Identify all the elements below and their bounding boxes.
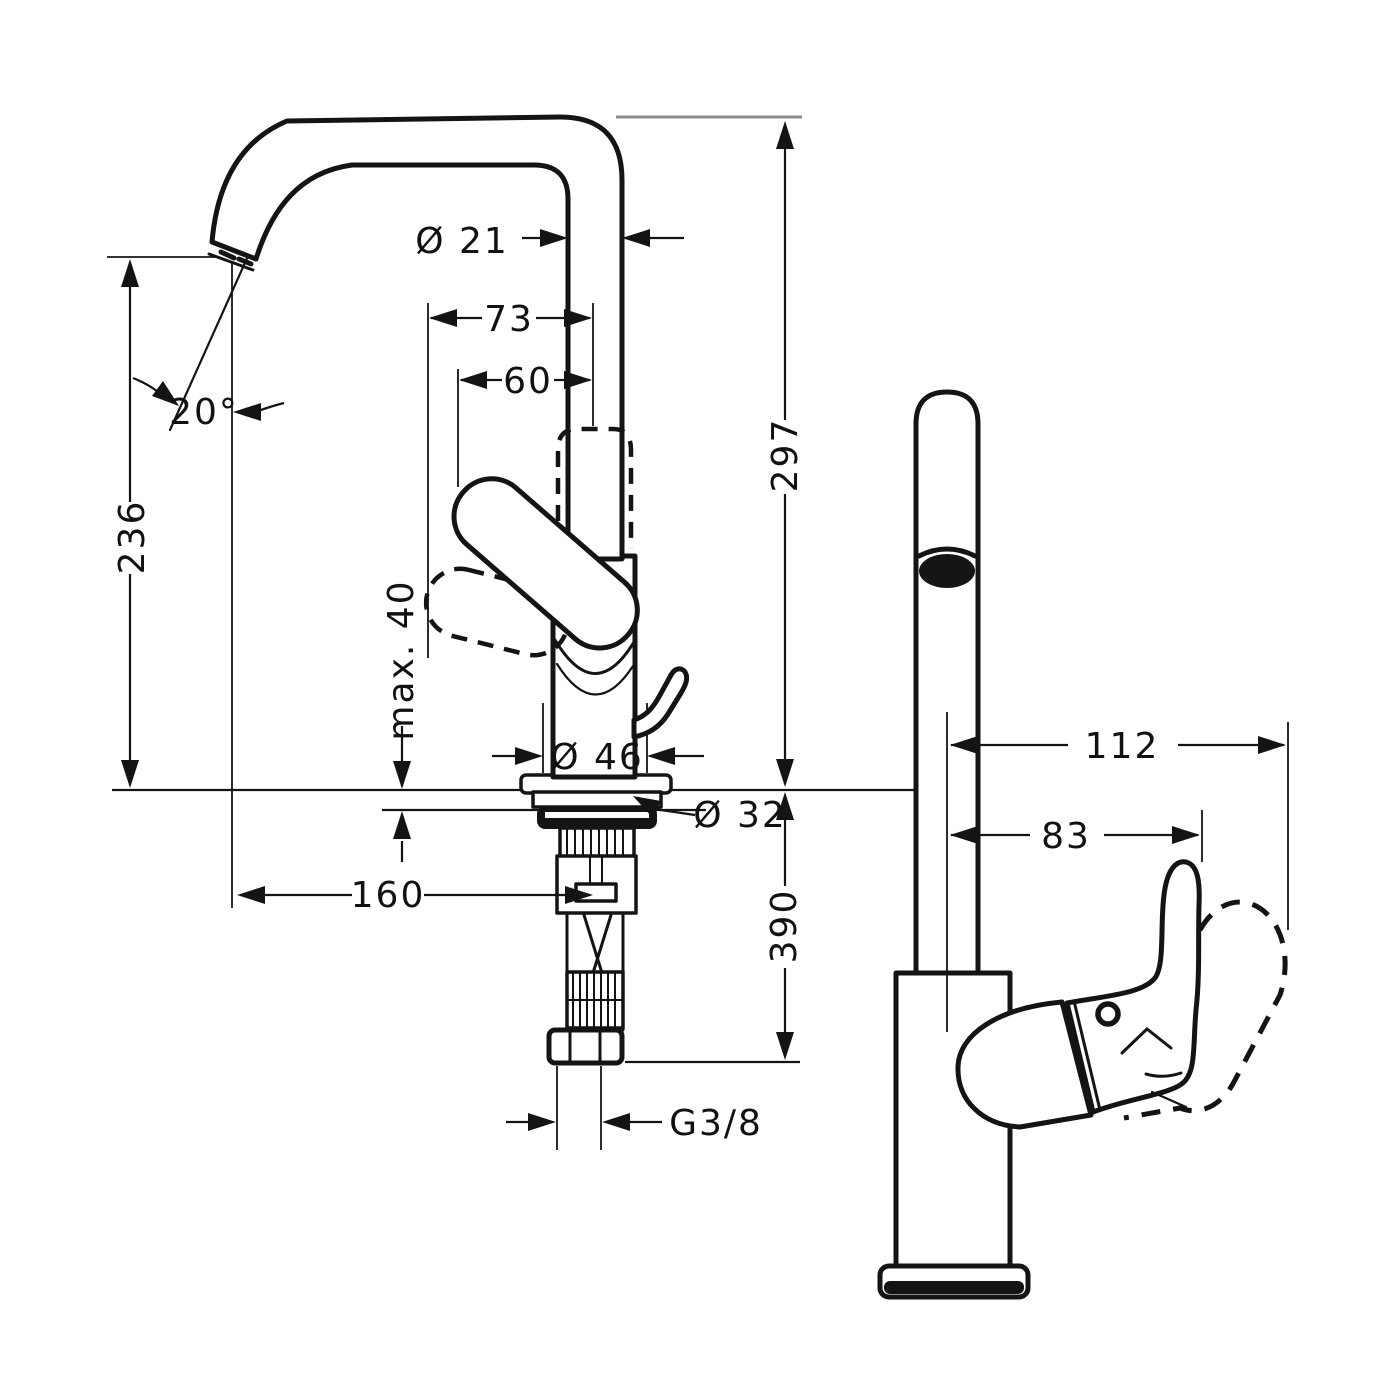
braided-hose-hatch <box>567 973 623 1027</box>
arrowhead <box>950 826 978 844</box>
faucet-drain-lever <box>631 666 690 740</box>
front-reference-lines <box>107 115 945 1150</box>
arrowhead <box>602 1113 630 1131</box>
arrowhead <box>776 121 794 149</box>
arrowhead <box>776 792 794 820</box>
arrowhead <box>776 759 794 787</box>
dim-label-390: 390 <box>764 889 805 964</box>
spout-angle-line <box>168 234 259 432</box>
connection-nut-facets <box>568 1029 602 1064</box>
spout-swivel-ghost <box>555 426 634 549</box>
dim-max-40: max. 40 <box>381 579 422 862</box>
arrowhead <box>950 736 978 754</box>
dim-label-spout-diameter: Ø 21 <box>415 221 509 262</box>
arrowhead <box>429 309 457 327</box>
dim-label-160: 160 <box>351 875 426 916</box>
dim-spout-diameter: Ø 21 <box>415 221 684 262</box>
arrowhead <box>1172 826 1200 844</box>
dim-label-base-diameter: Ø 46 <box>550 737 644 778</box>
dim-label-hole-diameter: Ø 32 <box>693 795 787 836</box>
side-spout-outlet-rim <box>916 546 978 559</box>
dim-thread: G3/8 <box>506 1103 763 1144</box>
arrowhead <box>776 1032 794 1060</box>
side-handle-chevron-mark <box>1120 1027 1173 1055</box>
dim-label-297: 297 <box>765 418 806 493</box>
dim-73: 73 <box>429 299 592 340</box>
side-handle-indicator-dot <box>1095 1001 1121 1027</box>
arrowhead <box>1258 736 1286 754</box>
dim-hole-diameter: Ø 32 <box>633 795 787 836</box>
side-base-flange-band <box>884 1281 1024 1294</box>
arrowhead <box>233 403 261 421</box>
front-view: Ø 21 73 60 20° 236 <box>107 114 945 1150</box>
arrowhead <box>393 811 411 839</box>
arrowhead <box>564 309 592 327</box>
dim-390: 390 <box>764 792 805 1060</box>
side-handle-ghost <box>1123 899 1288 1121</box>
dim-236: 236 <box>112 259 153 788</box>
arrowhead <box>121 259 139 287</box>
arrowhead <box>237 886 265 904</box>
faucet-spout <box>209 114 625 562</box>
arrowhead <box>528 1113 556 1131</box>
side-spout-outlet <box>919 554 975 588</box>
dim-60: 60 <box>459 361 592 402</box>
side-handle-joint-line <box>1072 999 1102 1112</box>
arrowhead <box>622 229 650 247</box>
dim-base-diameter: Ø 46 <box>492 737 704 778</box>
dim-83: 83 <box>950 816 1200 857</box>
dim-label-83: 83 <box>1041 816 1091 857</box>
dim-112: 112 <box>950 726 1286 767</box>
side-spout-column <box>913 389 981 976</box>
dim-label-thread: G3/8 <box>669 1103 763 1144</box>
arrowhead <box>633 796 661 817</box>
dim-label-60: 60 <box>503 361 553 402</box>
arrowhead <box>121 760 139 788</box>
arrowhead <box>152 381 179 406</box>
side-handle-collar <box>955 999 1094 1130</box>
fastening-block-hatch <box>566 829 624 857</box>
threaded-rod <box>589 856 603 884</box>
faucet-handle <box>451 476 640 651</box>
side-handle-curve-mark <box>1144 1071 1183 1078</box>
side-view: 112 83 <box>877 389 1289 1300</box>
arrowhead <box>540 229 568 247</box>
dim-label-73: 73 <box>484 299 534 340</box>
dim-160: 160 <box>237 875 593 916</box>
dim-label-112: 112 <box>1085 726 1160 767</box>
spout-aerator <box>207 249 255 272</box>
dim-spout-angle: 20° <box>132 376 285 433</box>
arrowhead <box>459 371 487 389</box>
mounting-ring-highlight <box>545 812 649 818</box>
connection-nut <box>546 1027 625 1066</box>
side-handle-detail-line <box>1150 1090 1188 1109</box>
arrowhead <box>565 886 593 904</box>
dim-297: 297 <box>765 121 806 787</box>
front-under-counter-assembly <box>519 773 673 1066</box>
arrowhead <box>515 747 543 765</box>
arrowhead <box>647 747 675 765</box>
arrowhead <box>393 761 411 789</box>
arrowhead <box>564 371 592 389</box>
side-handle-lever <box>1064 859 1202 1115</box>
dim-label-spout-angle: 20° <box>169 392 239 433</box>
dim-label-236: 236 <box>112 500 153 575</box>
dim-label-max-40: max. 40 <box>381 579 422 740</box>
